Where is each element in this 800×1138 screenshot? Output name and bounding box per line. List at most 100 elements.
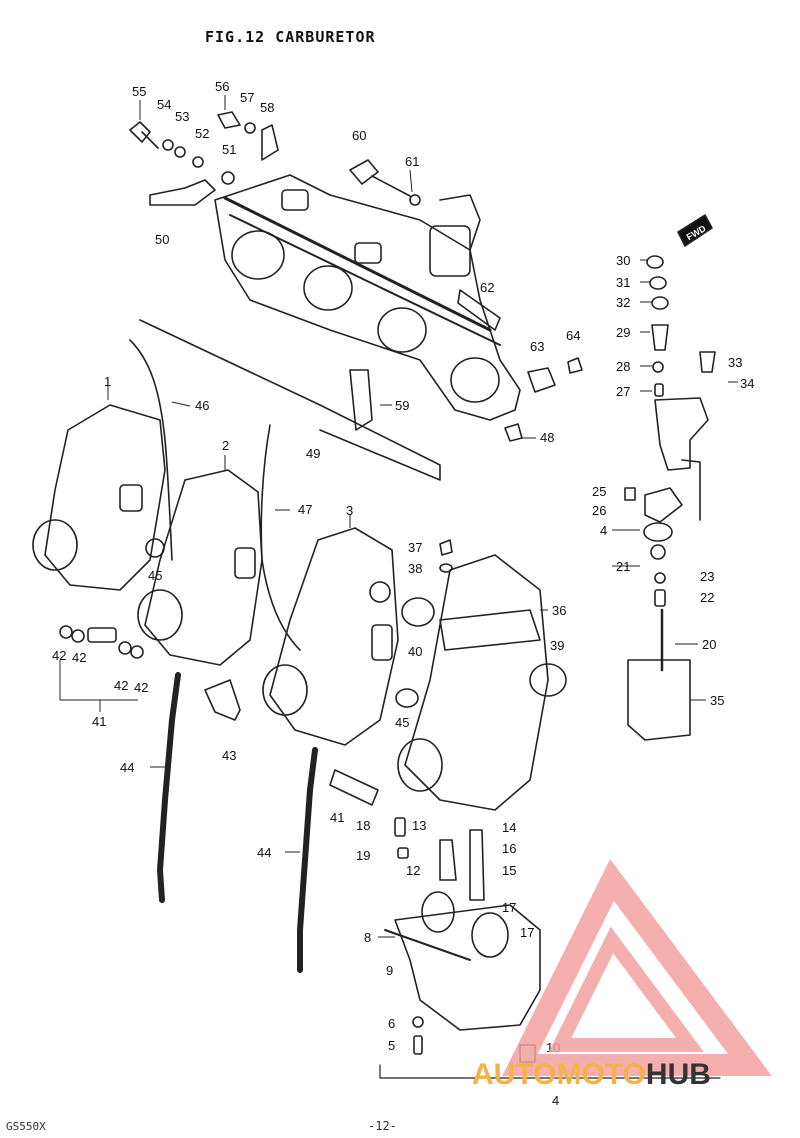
watermark-automoto: AUTOMOTO <box>472 1058 646 1091</box>
callout-4a: 4 <box>600 523 607 538</box>
callout-25: 25 <box>592 484 606 499</box>
hose-44-left <box>157 672 181 903</box>
callout-42d: 42 <box>134 680 148 695</box>
callout-47: 47 <box>298 502 312 517</box>
hose-44-right <box>297 747 318 973</box>
watermark-logo <box>502 859 772 1076</box>
bracket-4 <box>379 1064 721 1079</box>
carburetor-2 <box>137 469 263 666</box>
starter-assembly <box>624 255 716 741</box>
callout-20: 20 <box>702 637 716 652</box>
watermark-hub: HUB <box>645 1058 711 1091</box>
callout-33: 33 <box>728 355 742 370</box>
callout-1: 1 <box>104 374 111 389</box>
callout-58: 58 <box>260 100 274 115</box>
callout-36: 36 <box>552 603 566 618</box>
callout-41b: 41 <box>330 810 344 825</box>
callout-42c: 42 <box>114 678 128 693</box>
carburetor-1 <box>32 404 166 591</box>
footer-model: GS550X <box>6 1120 46 1133</box>
callout-62: 62 <box>480 280 494 295</box>
callout-18: 18 <box>356 818 370 833</box>
callout-28: 28 <box>616 359 630 374</box>
callout-labels: 55 54 53 52 56 57 58 51 50 60 61 62 63 6… <box>52 79 754 1108</box>
callout-44a: 44 <box>120 760 134 775</box>
callout-35: 35 <box>710 693 724 708</box>
callout-13: 13 <box>412 818 426 833</box>
callout-8: 8 <box>364 930 371 945</box>
callout-40: 40 <box>408 644 422 659</box>
callout-42b: 42 <box>72 650 86 665</box>
seal-40 <box>401 597 435 627</box>
callout-45b: 45 <box>395 715 409 730</box>
screw-37 <box>439 539 453 556</box>
callout-54: 54 <box>157 97 171 112</box>
callout-14: 14 <box>502 820 516 835</box>
callout-52: 52 <box>195 126 209 141</box>
frame-line <box>139 319 441 481</box>
callout-63: 63 <box>530 339 544 354</box>
callout-19: 19 <box>356 848 370 863</box>
callout-4b: 4 <box>552 1093 559 1108</box>
watermark-wordmark: AUTOMOTOHUB <box>472 1058 711 1092</box>
callout-22: 22 <box>700 590 714 605</box>
callout-34: 34 <box>740 376 754 391</box>
callout-51: 51 <box>222 142 236 157</box>
leader-lines <box>59 95 738 938</box>
callout-38: 38 <box>408 561 422 576</box>
top-fasteners <box>129 111 583 442</box>
carburetor-4 <box>397 554 567 811</box>
fittings <box>59 625 379 806</box>
callout-29: 29 <box>616 325 630 340</box>
throttle-lever <box>149 179 216 206</box>
callout-64: 64 <box>566 328 580 343</box>
callout-45a: 45 <box>148 568 162 583</box>
callout-21: 21 <box>616 559 630 574</box>
callout-59: 59 <box>395 398 409 413</box>
callout-5: 5 <box>388 1038 395 1053</box>
callout-60: 60 <box>352 128 366 143</box>
callout-55: 55 <box>132 84 146 99</box>
callout-32: 32 <box>616 295 630 310</box>
fwd-arrow-icon <box>677 214 713 247</box>
washer-38 <box>439 563 453 573</box>
callout-61: 61 <box>405 154 419 169</box>
callout-42a: 42 <box>52 648 66 663</box>
callout-49: 49 <box>306 446 320 461</box>
callout-37: 37 <box>408 540 422 555</box>
callout-15: 15 <box>502 863 516 878</box>
callout-57: 57 <box>240 90 254 105</box>
carburetor-3 <box>262 527 399 746</box>
callout-17a: 17 <box>502 900 516 915</box>
callout-16: 16 <box>502 841 516 856</box>
figure-title: FIG.12 CARBURETOR <box>205 28 376 46</box>
callout-39: 39 <box>550 638 564 653</box>
callout-46: 46 <box>195 398 209 413</box>
callout-50: 50 <box>155 232 169 247</box>
collar-45 <box>395 688 419 708</box>
callout-23: 23 <box>700 569 714 584</box>
callout-27: 27 <box>616 384 630 399</box>
callout-53: 53 <box>175 109 189 124</box>
hose-46 <box>129 339 173 561</box>
footer-page-number: -12- <box>368 1119 397 1133</box>
callout-30: 30 <box>616 253 630 268</box>
linkage-plate <box>214 174 521 421</box>
callout-26: 26 <box>592 503 606 518</box>
callout-12: 12 <box>406 863 420 878</box>
callout-31: 31 <box>616 275 630 290</box>
callout-3: 3 <box>346 503 353 518</box>
callout-41a: 41 <box>92 714 106 729</box>
callout-2: 2 <box>222 438 229 453</box>
callout-9: 9 <box>386 963 393 978</box>
callout-17b: 17 <box>520 925 534 940</box>
hose-47 <box>260 424 301 651</box>
float-bowl-assembly <box>384 817 541 1063</box>
callout-6: 6 <box>388 1016 395 1031</box>
callout-44b: 44 <box>257 845 271 860</box>
callout-48: 48 <box>540 430 554 445</box>
callout-56: 56 <box>215 79 229 94</box>
callout-43: 43 <box>222 748 236 763</box>
